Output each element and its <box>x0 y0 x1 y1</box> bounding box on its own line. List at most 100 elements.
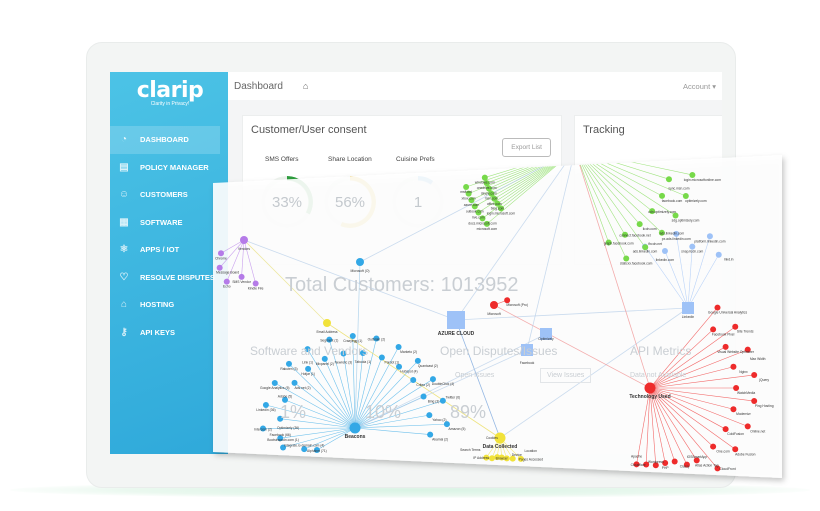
graph-node[interactable] <box>503 455 510 462</box>
graph-node[interactable] <box>671 458 678 465</box>
graph-node[interactable] <box>517 455 524 462</box>
graph-node[interactable] <box>252 280 259 287</box>
graph-node[interactable] <box>689 243 696 250</box>
graph-node[interactable] <box>732 323 739 330</box>
view-issues-button[interactable]: View Issues <box>540 368 592 383</box>
graph-node[interactable] <box>710 443 717 450</box>
sidebar-item-api-keys[interactable]: ⚷API KEYS <box>110 319 228 347</box>
graph-node[interactable] <box>661 247 668 254</box>
graph-node[interactable] <box>658 229 665 236</box>
graph-node[interactable] <box>262 401 269 408</box>
graph-node[interactable] <box>373 335 380 342</box>
graph-node[interactable] <box>217 250 224 257</box>
home-icon[interactable]: ⌂ <box>302 81 309 91</box>
graph-node[interactable] <box>649 208 656 215</box>
graph-node[interactable] <box>479 215 486 222</box>
graph-node[interactable] <box>673 230 680 237</box>
graph-node[interactable] <box>722 343 729 350</box>
graph-node[interactable] <box>636 221 643 228</box>
graph-node[interactable] <box>475 209 482 216</box>
graph-hub-azure[interactable] <box>447 311 465 329</box>
graph-node[interactable] <box>659 192 666 199</box>
graph-node[interactable] <box>277 435 284 442</box>
graph-node[interactable] <box>485 185 492 192</box>
graph-node[interactable] <box>326 336 333 343</box>
graph-node[interactable] <box>491 195 498 202</box>
graph-node[interactable] <box>497 205 504 212</box>
graph-node[interactable] <box>301 446 308 453</box>
graph-hub-beacons[interactable] <box>349 422 361 434</box>
graph-node[interactable] <box>605 239 612 246</box>
graph-node[interactable] <box>751 371 758 378</box>
graph-node[interactable] <box>414 357 421 364</box>
graph-node[interactable] <box>216 264 223 271</box>
graph-node[interactable] <box>494 454 501 461</box>
graph-node[interactable] <box>662 460 669 467</box>
sidebar-item-customers[interactable]: ☺CUSTOMERS <box>110 181 228 209</box>
graph-node[interactable] <box>483 454 490 461</box>
graph-node[interactable] <box>426 412 433 419</box>
graph-node[interactable] <box>693 457 700 464</box>
graph-hub-tech[interactable] <box>644 382 656 394</box>
graph-node[interactable] <box>710 326 717 333</box>
graph-hub-linkedin[interactable] <box>682 302 694 314</box>
graph-node[interactable] <box>652 462 659 469</box>
graph-node[interactable] <box>672 212 679 219</box>
sidebar-item-apps-iot[interactable]: ⚛APPS / IOT <box>110 236 228 264</box>
sidebar-item-dashboard[interactable]: ◔DASHBOARD <box>110 126 220 154</box>
graph-node[interactable] <box>291 379 298 386</box>
graph-node[interactable] <box>689 171 696 178</box>
graph-node[interactable] <box>498 454 505 461</box>
graph-node[interactable] <box>465 190 472 197</box>
graph-node[interactable] <box>463 184 470 191</box>
export-list-button[interactable]: Export List <box>502 138 551 157</box>
graph-node[interactable] <box>471 203 478 210</box>
graph-node[interactable] <box>429 376 436 383</box>
graph-node[interactable] <box>706 233 713 240</box>
graph-node[interactable] <box>340 350 347 357</box>
graph-node[interactable] <box>643 461 650 468</box>
graph-node[interactable] <box>622 231 629 238</box>
graph-hub-vendors[interactable] <box>240 236 248 244</box>
graph-hub-msRed[interactable] <box>490 301 498 309</box>
graph-node[interactable] <box>439 397 446 404</box>
graph-node[interactable] <box>280 444 287 451</box>
sidebar-item-resolve-disputes[interactable]: ♡RESOLVE DISPUTES <box>110 264 228 292</box>
graph-node[interactable] <box>304 346 311 353</box>
graph-node[interactable] <box>468 197 475 204</box>
graph-node[interactable] <box>488 190 495 197</box>
graph-node[interactable] <box>744 423 751 430</box>
graph-node[interactable] <box>733 385 740 391</box>
graph-node[interactable] <box>722 426 729 433</box>
graph-node[interactable] <box>378 354 385 361</box>
graph-node[interactable] <box>443 421 450 428</box>
graph-node[interactable] <box>715 251 722 258</box>
graph-node[interactable] <box>277 415 284 422</box>
graph-node[interactable] <box>732 446 739 453</box>
graph-node[interactable] <box>285 360 292 367</box>
graph-node[interactable] <box>396 363 403 370</box>
graph-node[interactable] <box>744 346 751 353</box>
account-menu[interactable]: Account ▾ <box>683 81 716 91</box>
graph-node[interactable] <box>395 343 402 350</box>
graph-node[interactable] <box>504 297 511 304</box>
graph-node[interactable] <box>509 455 516 462</box>
graph-node[interactable] <box>714 465 721 472</box>
graph-node[interactable] <box>238 273 245 280</box>
graph-node[interactable] <box>223 278 230 285</box>
graph-node[interactable] <box>683 461 690 468</box>
clarip-logo[interactable]: clarip Clarity in Privacy! <box>128 78 212 107</box>
graph-node[interactable] <box>751 398 758 405</box>
sidebar-item-policy-manager[interactable]: ▤POLICY MANAGER <box>110 154 228 182</box>
graph-node[interactable] <box>633 461 640 468</box>
graph-node[interactable] <box>665 176 672 183</box>
graph-hub-email[interactable] <box>323 319 331 327</box>
graph-hub-optimizely[interactable] <box>540 328 552 340</box>
graph-node[interactable] <box>483 180 490 187</box>
graph-node[interactable] <box>282 396 289 403</box>
graph-node[interactable] <box>359 349 366 356</box>
graph-node[interactable] <box>682 193 689 200</box>
graph-node[interactable] <box>305 365 312 372</box>
graph-node[interactable] <box>714 304 721 311</box>
graph-hub-msO[interactable] <box>356 258 364 266</box>
